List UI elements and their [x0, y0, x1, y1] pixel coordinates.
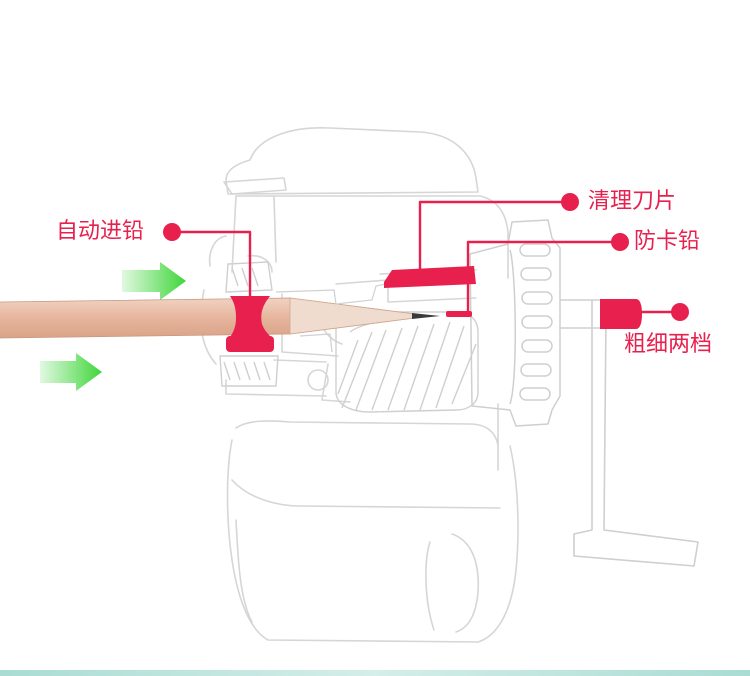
label-clean-blade: 清理刀片 [588, 189, 677, 214]
bottom-strip [0, 670, 750, 676]
label-auto-feed: 自动进铅 [56, 219, 145, 244]
label-thickness: 粗细两档 [624, 332, 713, 357]
callout-lines [170, 200, 682, 314]
label-anti-jam: 防卡铅 [634, 229, 701, 254]
green-right-arrow-icon [122, 262, 186, 300]
callout-dot-auto-feed [163, 223, 181, 241]
green-right-arrow-icon [40, 353, 102, 391]
callout-dot-clean-blade [561, 193, 579, 211]
helical-cutter [335, 311, 479, 413]
red-parts [226, 266, 642, 352]
pencil [0, 297, 440, 339]
callout-dot-thickness [671, 303, 689, 321]
crank-handle [560, 299, 699, 567]
feed-clamp [219, 261, 279, 387]
gear-wheel [469, 219, 561, 427]
sharpener-body [200, 127, 519, 643]
callout-dot-anti-jam [611, 233, 629, 251]
